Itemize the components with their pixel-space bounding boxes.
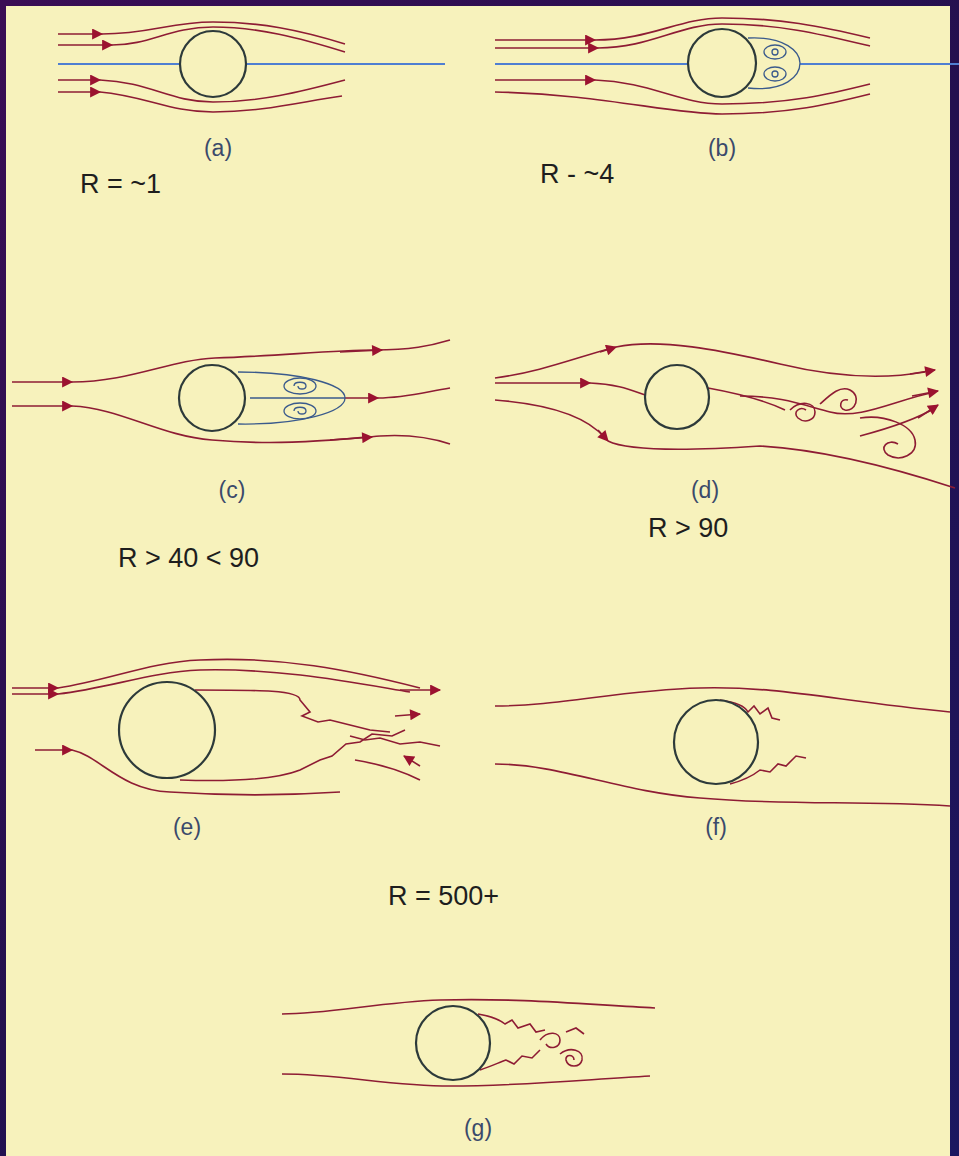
flow-arrow [918, 405, 938, 418]
panel-letter: (c) [219, 478, 246, 503]
panel-letter: (d) [691, 478, 719, 503]
flow-arrow [912, 391, 938, 396]
cylinder [119, 682, 215, 778]
wake-line [566, 1028, 584, 1034]
flow-arrow [600, 347, 616, 352]
cylinder [179, 365, 245, 431]
streamline [495, 92, 870, 114]
eddy [764, 45, 786, 59]
reynolds-number: R - ~4 [540, 160, 614, 190]
wake-line [350, 736, 440, 746]
panel-letter: (e) [173, 815, 201, 840]
streamline [355, 760, 420, 780]
flow-arrow [495, 39, 595, 41]
flow-arrow [12, 687, 58, 689]
eddy-core [772, 71, 778, 77]
cylinder [416, 1006, 490, 1080]
flow-arrow [35, 749, 72, 751]
flow-arrow [345, 397, 378, 399]
streamline [495, 348, 612, 378]
flow-arrow [340, 350, 382, 352]
flow-arrow [12, 693, 58, 695]
flow-arrow [910, 370, 935, 374]
flow-arrow [495, 79, 595, 81]
reynolds-number: R > 90 [648, 514, 728, 544]
centerline [58, 63, 445, 65]
wake-vortex [820, 389, 856, 411]
wake-vortex [790, 403, 815, 420]
streamline [608, 441, 955, 488]
flow-arrow [400, 689, 440, 691]
cylinder [674, 700, 758, 784]
reynolds-number: R = 500+ [388, 882, 499, 912]
flow-arrow [598, 430, 608, 441]
flow-arrow [404, 756, 420, 766]
panel-letter: (a) [204, 136, 232, 161]
streamline [378, 388, 450, 398]
flow-arrow [495, 47, 598, 49]
panel-letter: (g) [464, 1116, 492, 1141]
flow-arrow [58, 79, 100, 81]
flow-arrow [12, 405, 72, 407]
panel-letter: (f) [705, 815, 727, 840]
wake-vortex [560, 1050, 582, 1066]
flow-arrow [12, 381, 72, 383]
streamlines [12, 18, 955, 1086]
flow-arrow [395, 714, 420, 716]
flow-arrow [58, 33, 102, 35]
reynolds-number: R > 40 < 90 [118, 544, 259, 574]
panel-letter: (b) [708, 136, 736, 161]
wake-divider [250, 397, 345, 398]
eddy-core [294, 382, 306, 389]
wake-vortex [540, 1033, 560, 1047]
wake-bubble [238, 372, 345, 424]
eddy-core [294, 407, 306, 414]
streamline [495, 400, 605, 438]
wake-line [195, 690, 390, 732]
eddy [284, 378, 316, 394]
cylinder [645, 365, 709, 429]
streamline [380, 435, 450, 444]
reynolds-number: R = ~1 [80, 170, 161, 200]
cylinder [180, 31, 246, 97]
flow-arrow [330, 437, 372, 440]
streamline [590, 383, 648, 396]
flow-arrow [495, 382, 590, 384]
flow-arrow [58, 44, 112, 46]
eddy-core [772, 49, 778, 55]
wake-line [708, 388, 785, 410]
eddy [284, 403, 316, 419]
flow-arrow [58, 91, 100, 93]
wake-vortex [860, 417, 915, 458]
streamline [375, 340, 450, 350]
eddy [764, 67, 786, 81]
cylinders [119, 29, 758, 1080]
cylinder [688, 29, 756, 97]
